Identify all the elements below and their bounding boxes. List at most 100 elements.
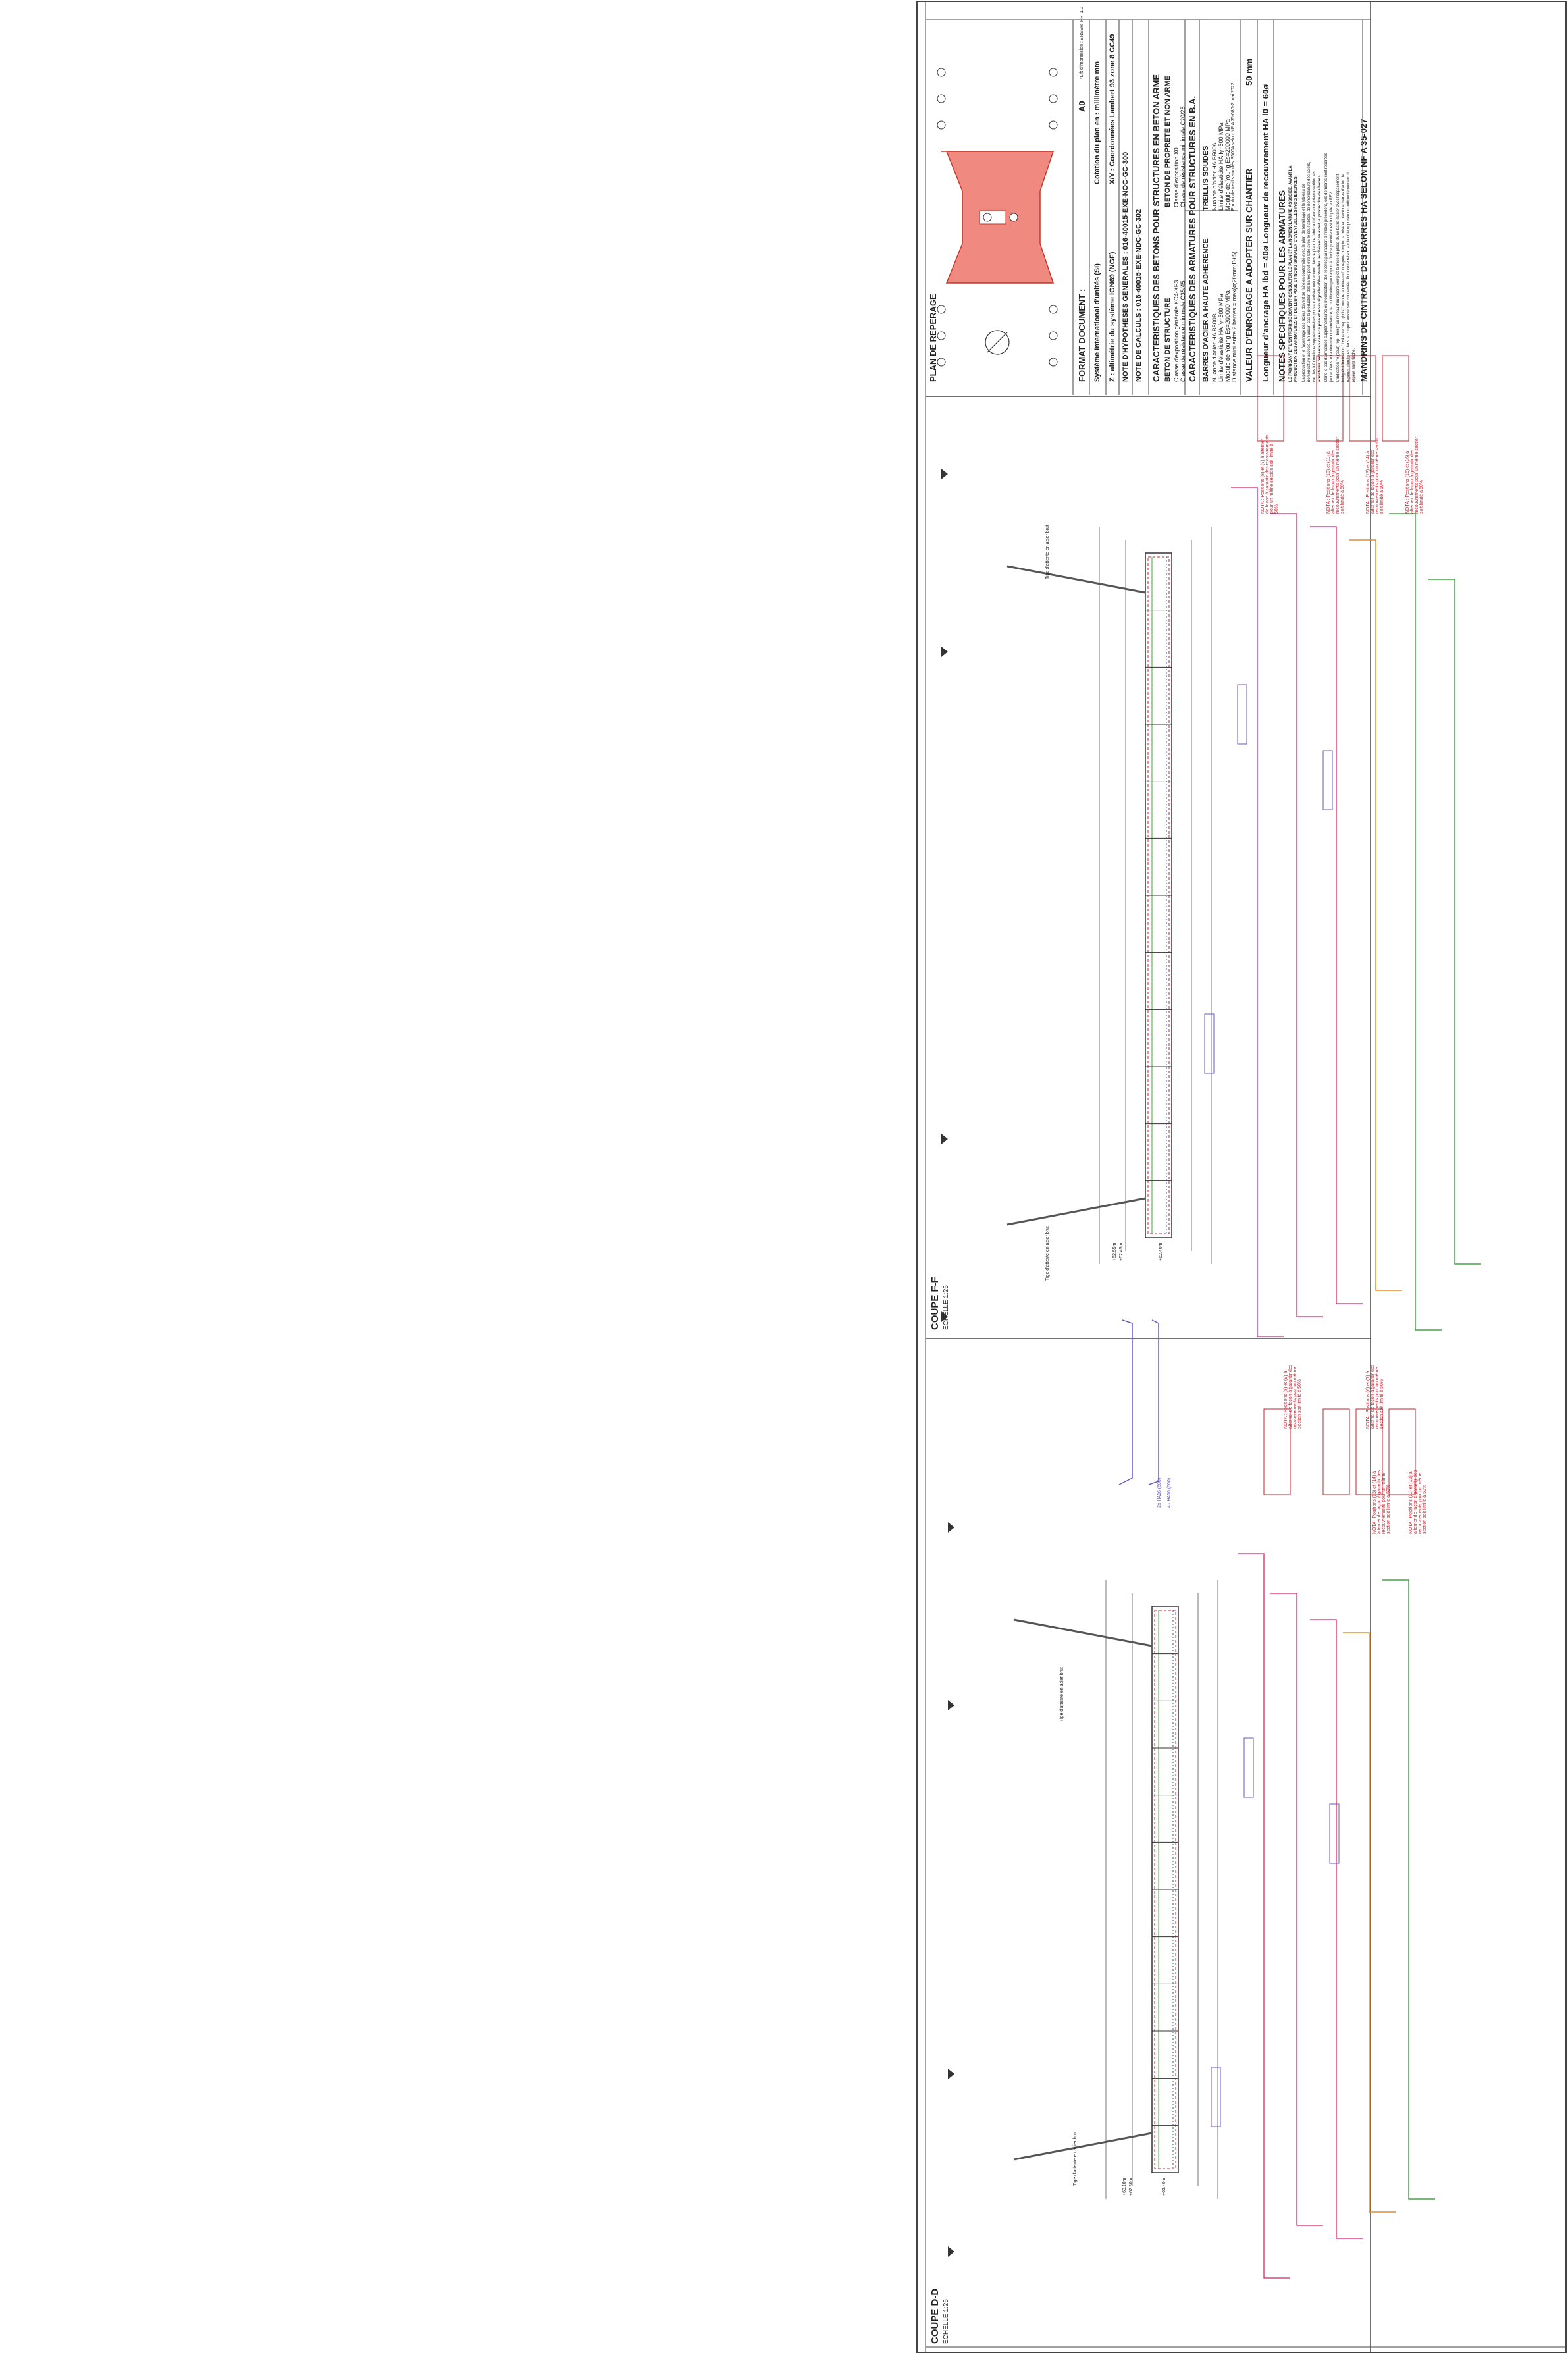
anchor-lengths: Longueur d'ancrage HA lbd = 40ø Longueur… — [1261, 84, 1270, 382]
note-calculs: NOTE DE CALCULS : 016-40015-EXE-NDC-GC-3… — [1135, 209, 1143, 382]
note-box — [1388, 1408, 1416, 1495]
steel-ha-line2: Limite d'élasticité HA fy=500 MPa — [1218, 294, 1224, 382]
section-cut-icon — [948, 1700, 954, 1710]
section-marker-icon — [1049, 94, 1058, 103]
concrete-title: CARACTERISTIQUES DES BETONS POUR STRUCTU… — [1151, 74, 1161, 382]
note-box — [1257, 355, 1284, 442]
section-marker-icon — [937, 331, 946, 340]
note-box — [1322, 1408, 1350, 1495]
units-label: Système International d'unités (SI) — [1093, 263, 1101, 382]
section-cut-icon — [948, 2069, 954, 2079]
note-box — [1355, 1408, 1383, 1495]
section-marker-icon — [937, 305, 946, 314]
steel-ts-line3: Module de Young Es=200000 MPa — [1224, 119, 1231, 211]
section-cut-icon — [948, 2246, 954, 2257]
xy-label: X/Y : Coordonnées Lambert 93 zone 8 CC49 — [1109, 34, 1116, 184]
notes-line4: nomenclature associé. En aucun cas la pr… — [1307, 161, 1311, 382]
rebar-shape — [1270, 1593, 1323, 2226]
notes-line5: car des informations supplémentaires pou… — [1313, 171, 1317, 382]
format-value: A0 — [1077, 101, 1087, 112]
section-marker-icon — [937, 358, 946, 367]
concrete-clean-heading: BETON DE PROPRETE ET NON ARME — [1164, 76, 1172, 207]
section-marker-icon — [1049, 120, 1058, 130]
dd-note-4: NOTA : Positions (11) et (12) à alterner… — [1409, 1470, 1427, 1534]
dd-elevation-3: +62.40m — [1162, 2177, 1166, 2196]
dd-tige-attente-bottom: Tige d'attente en acier brut — [1073, 2131, 1078, 2186]
dd-bar-top: 2x HA16 (600) — [1157, 1477, 1162, 1508]
rebar-shape — [1343, 1632, 1396, 2213]
section-marker-icon — [1049, 358, 1058, 367]
section-cut-icon — [941, 647, 948, 657]
rebar-shape — [1211, 2067, 1221, 2127]
format-label: FORMAT DOCUMENT : — [1077, 288, 1087, 382]
concrete-struct-line2: Classe de résistance minimale C35/45 — [1180, 280, 1186, 382]
mandrins-title: MANDRINS DE CINTRAGE DES BARRES HA SELON… — [1359, 119, 1369, 382]
concrete-struct-heading: BETON DE STRUCTURE — [1164, 298, 1172, 382]
ff-note-4: NOTA : Positions (15) et (16) à alterner… — [1405, 436, 1424, 514]
starter-bar — [1013, 1618, 1153, 1647]
rebar-shape — [1238, 1553, 1290, 2279]
rebar-shape — [1231, 487, 1284, 1337]
locator-markers — [937, 68, 1058, 367]
steel-ts-heading: TREILLIS SOUDES — [1202, 146, 1210, 211]
rebar-shape — [1389, 513, 1442, 1331]
ff-elevation-1: +62.55m — [1112, 1242, 1117, 1261]
steel-ts-line4: Emploi de treillis soudés B500A selon NF… — [1231, 82, 1236, 211]
concrete-struct-line1: Classe d'exposition générale XC4-XF3 — [1173, 280, 1180, 382]
steel-ts-line2: Limite d'élasticité HA fy=500 MPa — [1218, 122, 1224, 211]
units-value: Cotation du plan en : millimètre mm — [1093, 61, 1101, 184]
rebar-shape — [1148, 1319, 1159, 1485]
rebar-shape — [1310, 526, 1363, 1304]
notes-line7: Dans le cas d'armatures supplémentaires … — [1324, 153, 1328, 382]
z-label: Z : altimétrie du système IGN69 (NGF) — [1109, 252, 1116, 382]
section-marker-icon — [937, 68, 946, 77]
north-arrow-icon — [985, 330, 1010, 355]
rebar-shape — [1204, 1013, 1215, 1074]
ff-note-3: NOTA : Positions (13) et (14) à alterner… — [1366, 436, 1384, 514]
section-marker-icon — [1009, 213, 1018, 222]
section-ff-scale: ECHELLE 1:25 — [943, 1285, 950, 1330]
ff-elevation-3: +62.40m — [1159, 1242, 1163, 1261]
starter-bar — [1006, 565, 1146, 594]
dd-elevation-2: +62.30m — [1129, 2177, 1134, 2196]
steel-ha-line1: Nuance d'acier HA B500B — [1211, 313, 1218, 382]
ff-tige-attente-top: Tige d'attente en acier brut — [1045, 525, 1050, 579]
steel-ha-heading: BARRES D'ACIER A HAUTE ADHERENCE — [1202, 238, 1210, 382]
rebar-shape — [1243, 1737, 1254, 1798]
ff-tige-attente-bottom: Tige d'attente en acier brut — [1045, 1226, 1050, 1281]
notes-line2: PRODUCTION DES ARMATURES ET DE LEUR POSE… — [1294, 175, 1298, 382]
note-hypotheses: NOTE D'HYPOTHESES GENERALES : 016-40015-… — [1122, 151, 1130, 382]
notes-line12: repère sans flèche. — [1352, 348, 1356, 382]
section-marker-icon — [1049, 305, 1058, 314]
rebar-shape — [1382, 1579, 1435, 2200]
dd-note-2: NOTA : Positions (6) et (7) à alterner d… — [1366, 1364, 1384, 1429]
dd-bar-bottom: 4x HA16 (600) — [1167, 1477, 1172, 1508]
notes-line3: La production et le façonnage des aciers… — [1302, 183, 1306, 382]
section-dd-title: COUPE D-D — [929, 2288, 941, 2344]
rebar-shape — [1329, 1803, 1340, 1864]
steel-ha-line3: Module de Young Es=200000 MPa — [1224, 290, 1231, 382]
rebar-shape — [1310, 1619, 1363, 2239]
print-note: *Lift d'impression : ENSER_FR_1.0 — [1080, 7, 1084, 79]
section-dd-drawing — [948, 1319, 1435, 2279]
rebar-shape — [1349, 539, 1402, 1291]
section-cut-icon — [941, 1134, 948, 1144]
rebar-shape — [1118, 1319, 1133, 1485]
notes-line6: armatures présentes dans ce plan et nous… — [1318, 174, 1322, 382]
ff-note-2: NOTA : Positions (10) et (11) à alterner… — [1326, 436, 1345, 514]
section-cut-icon — [941, 469, 948, 479]
starter-bar — [1006, 1197, 1146, 1226]
cover-label: VALEUR D'ENROBAGE A ADOPTER SUR CHANTIER — [1244, 168, 1254, 382]
note-box — [1263, 1408, 1291, 1495]
rebar-shape — [1270, 513, 1323, 1317]
rebar-shape — [1237, 684, 1247, 745]
notes-line8: jaune. Dans le tableau de nomenclature, … — [1330, 191, 1334, 382]
notes-title: NOTES SPECIFIQUES POUR LES ARMATURES — [1277, 190, 1287, 382]
steel-ha-line4: Distance mini entre 2 barres = max(ø;20m… — [1231, 251, 1238, 382]
dd-note-3: NOTA : Positions (13) et (14) à alterner… — [1372, 1470, 1391, 1534]
dd-elevation-1: +63.10m — [1122, 2177, 1127, 2196]
rebar-shape — [1428, 579, 1481, 1265]
title-block-frame — [926, 19, 1371, 395]
note-box — [1382, 355, 1409, 442]
